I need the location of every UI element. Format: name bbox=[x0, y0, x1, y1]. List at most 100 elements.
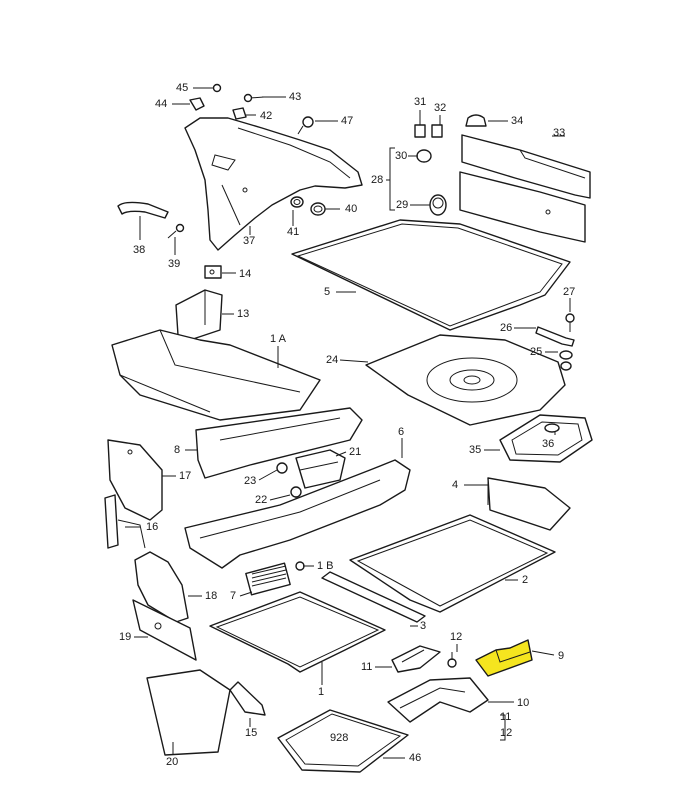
part-32-nut[interactable] bbox=[431, 124, 443, 138]
callout-7: 7 bbox=[230, 590, 236, 602]
callout-23: 23 bbox=[244, 475, 256, 487]
callout-37: 37 bbox=[243, 235, 255, 247]
callout-14: 14 bbox=[239, 268, 251, 280]
callout-22: 22 bbox=[255, 494, 267, 506]
part-24-spare-wheel-tray[interactable] bbox=[365, 334, 566, 426]
callout-39: 39 bbox=[168, 258, 180, 270]
callout-1A: 1 A bbox=[270, 333, 287, 345]
callout-4: 4 bbox=[452, 479, 458, 491]
callout-11: 11 bbox=[361, 661, 372, 673]
leader-lines bbox=[125, 87, 571, 759]
callout-45: 45 bbox=[176, 82, 188, 94]
callout-26: 26 bbox=[500, 322, 512, 334]
callout-5: 5 bbox=[324, 286, 330, 298]
part-38-grab-handle[interactable] bbox=[117, 201, 169, 219]
part-4-bracket[interactable] bbox=[487, 477, 571, 531]
part-46-carpet-mat[interactable] bbox=[277, 709, 409, 773]
callout-1B: 1 B bbox=[317, 560, 334, 572]
callout-35: 35 bbox=[469, 444, 481, 456]
part-2-floor-mat[interactable] bbox=[349, 514, 556, 613]
part-33-rear-panel[interactable] bbox=[461, 134, 591, 199]
part-10-bracket[interactable] bbox=[387, 677, 489, 723]
callout-8: 8 bbox=[174, 444, 180, 456]
part-3-strip[interactable] bbox=[321, 571, 426, 623]
part-11-holder[interactable] bbox=[391, 645, 441, 673]
part-1-floor-mat[interactable] bbox=[209, 591, 386, 673]
part-47-fastener[interactable] bbox=[297, 116, 314, 135]
part-14-clip[interactable] bbox=[204, 265, 222, 279]
callout-21: 21 bbox=[349, 446, 361, 458]
part-1A-storage-tray[interactable] bbox=[111, 329, 321, 421]
callout-27: 27 bbox=[563, 286, 575, 298]
part-26-strap[interactable] bbox=[535, 326, 575, 347]
part-31-bracket[interactable] bbox=[414, 124, 426, 138]
part-8-sill-trim[interactable] bbox=[195, 407, 363, 479]
part-18-side-trim[interactable] bbox=[134, 551, 189, 623]
callout-13: 13 bbox=[237, 308, 249, 320]
part-35-hatch-frame[interactable] bbox=[499, 414, 593, 463]
callout-20: 20 bbox=[166, 756, 178, 768]
callout-2: 2 bbox=[522, 574, 528, 586]
part-13-bracket[interactable] bbox=[175, 289, 223, 341]
callout-11-sub: 11 bbox=[500, 711, 511, 723]
part-17-side-panel[interactable] bbox=[107, 439, 163, 521]
part-29-knob[interactable] bbox=[429, 194, 447, 216]
part-27-screw[interactable] bbox=[565, 313, 575, 332]
part-42-clip[interactable] bbox=[232, 107, 247, 120]
callout-42: 42 bbox=[260, 110, 272, 122]
callout-47: 47 bbox=[341, 115, 353, 127]
part-30-washer[interactable] bbox=[416, 149, 432, 163]
callout-17: 17 bbox=[179, 470, 191, 482]
callout-19: 19 bbox=[119, 631, 131, 643]
part-44-clip[interactable] bbox=[189, 97, 205, 111]
callout-6: 6 bbox=[398, 426, 404, 438]
callout-16: 16 bbox=[146, 521, 158, 533]
part-45-screw[interactable] bbox=[205, 83, 222, 93]
part-23-nut[interactable] bbox=[276, 462, 288, 474]
callout-41: 41 bbox=[287, 226, 299, 238]
part-9-highlighted-bracket[interactable] bbox=[475, 639, 533, 677]
part-39-screw[interactable] bbox=[167, 223, 185, 239]
callout-labels: 45 44 43 42 47 31 32 34 33 30 28 29 41 4… bbox=[119, 82, 575, 768]
callout-25: 25 bbox=[530, 346, 542, 358]
callout-28: 28 bbox=[371, 174, 383, 186]
callout-12-sub: 12 bbox=[500, 727, 512, 739]
mat-text: 928 bbox=[330, 732, 348, 744]
part-36-cover[interactable] bbox=[544, 423, 560, 433]
callout-33: 33 bbox=[553, 127, 565, 139]
callout-30: 30 bbox=[395, 150, 407, 162]
callout-34: 34 bbox=[511, 115, 523, 127]
callout-36: 36 bbox=[542, 438, 554, 450]
callout-3: 3 bbox=[420, 620, 426, 632]
part-12-screw[interactable] bbox=[447, 652, 457, 668]
part-28-bracket-panel[interactable] bbox=[459, 171, 586, 243]
part-43-screw[interactable] bbox=[243, 93, 265, 103]
part-7-vent-grille[interactable] bbox=[245, 562, 291, 596]
callout-12: 12 bbox=[450, 631, 462, 643]
callout-1: 1 bbox=[318, 686, 324, 698]
part-1B-pin[interactable] bbox=[295, 561, 305, 571]
part-37-side-trim[interactable] bbox=[184, 117, 363, 251]
callout-31: 31 bbox=[414, 96, 426, 108]
part-21-cover[interactable] bbox=[295, 449, 346, 489]
part-19-vent-panel[interactable] bbox=[132, 599, 197, 661]
part-15-small-panel[interactable] bbox=[229, 681, 266, 716]
part-5-floor-mat[interactable] bbox=[291, 219, 571, 331]
part-22-bolt[interactable] bbox=[290, 486, 302, 505]
part-41-grommet[interactable] bbox=[290, 196, 304, 208]
callout-24: 24 bbox=[326, 354, 338, 366]
part-25-washer[interactable] bbox=[559, 350, 573, 371]
callout-29: 29 bbox=[396, 199, 408, 211]
part-40-cap[interactable] bbox=[310, 202, 326, 216]
callout-38: 38 bbox=[133, 244, 145, 256]
part-34-knob[interactable] bbox=[465, 114, 487, 127]
callout-15: 15 bbox=[245, 727, 257, 739]
callout-43: 43 bbox=[289, 91, 301, 103]
callout-32: 32 bbox=[434, 102, 446, 114]
part-20-cover-panel[interactable] bbox=[146, 669, 231, 756]
part-16-bracket[interactable] bbox=[104, 494, 146, 549]
part-6-sill-cover[interactable] bbox=[184, 459, 411, 569]
callout-10: 10 bbox=[517, 697, 529, 709]
callout-44: 44 bbox=[155, 98, 167, 110]
